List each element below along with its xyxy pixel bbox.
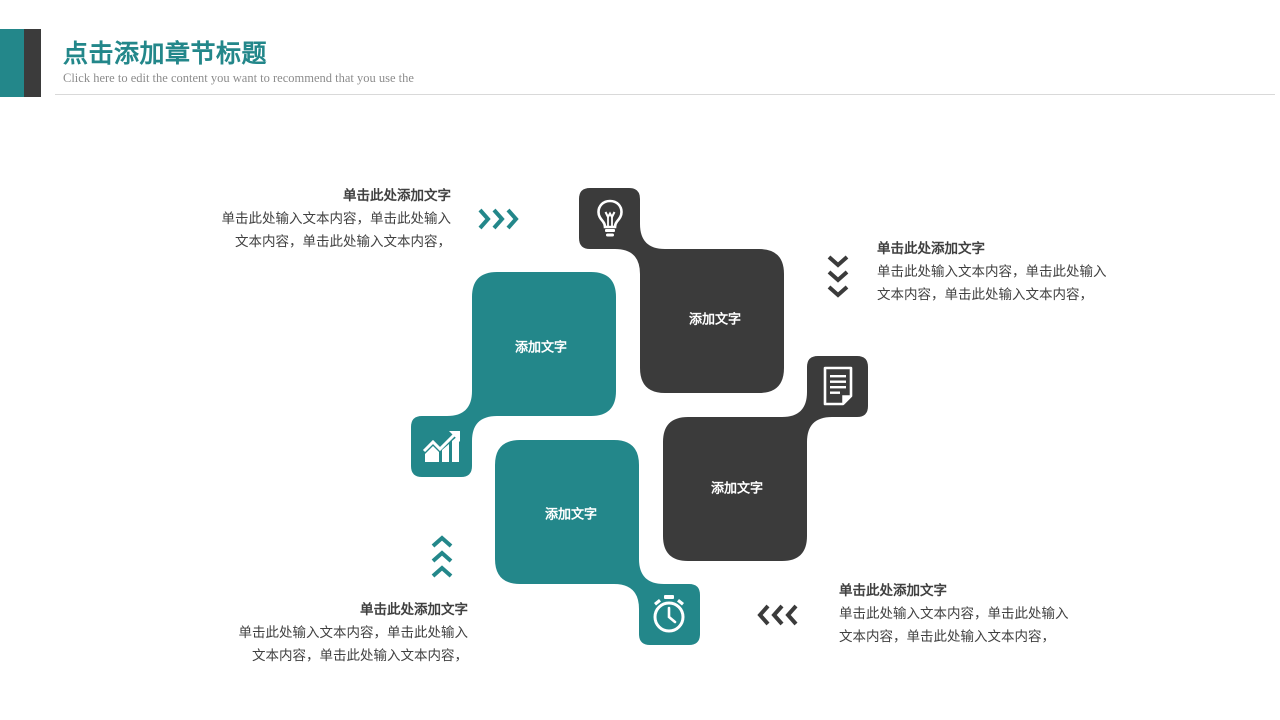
chevrons-left-icon xyxy=(757,604,798,626)
teal-box-1: 添加文字 xyxy=(411,272,617,478)
chart-up-icon xyxy=(422,431,460,462)
dark-box-1-label: 添加文字 xyxy=(688,312,742,328)
page-subtitle: Click here to edit the content you want … xyxy=(63,71,414,85)
text-block-heading: 单击此处添加文字 xyxy=(877,241,985,257)
chevrons-right-icon xyxy=(478,208,519,230)
chevrons-up-icon xyxy=(431,535,453,578)
header-accent-bar-dark xyxy=(24,29,41,97)
teal-box-2-label: 添加文字 xyxy=(544,507,598,523)
dark-box-2: 添加文字 xyxy=(663,356,869,562)
teal-box-1-label: 添加文字 xyxy=(514,340,568,356)
dark-box-1: 添加文字 xyxy=(579,188,785,394)
text-block-bottom-right: 单击此处添加文字 单击此处输入文本内容，单击此处输入 文本内容，单击此处输入文本… xyxy=(839,580,1069,649)
document-icon xyxy=(823,366,853,406)
text-block-body-line: 单击此处输入文本内容，单击此处输入 xyxy=(839,606,1069,622)
text-block-body-line: 单击此处输入文本内容，单击此处输入 xyxy=(877,264,1107,280)
teal-box-2: 添加文字 xyxy=(495,440,701,646)
text-block-body-line: 文本内容，单击此处输入文本内容， xyxy=(252,648,468,664)
text-block-heading: 单击此处添加文字 xyxy=(360,602,468,618)
text-block-body-line: 文本内容，单击此处输入文本内容， xyxy=(839,629,1055,645)
text-block-body-line: 单击此处输入文本内容，单击此处输入 xyxy=(238,625,469,641)
stopwatch-icon xyxy=(653,595,685,633)
text-block-bottom-left: 单击此处添加文字 单击此处输入文本内容，单击此处输入 文本内容，单击此处输入文本… xyxy=(239,599,469,668)
text-block-body-line: 文本内容，单击此处输入文本内容， xyxy=(235,234,451,250)
text-block-top-right: 单击此处添加文字 单击此处输入文本内容，单击此处输入 文本内容，单击此处输入文本… xyxy=(877,238,1107,307)
dark-box-2-label: 添加文字 xyxy=(710,481,764,497)
header-divider xyxy=(55,94,1275,95)
text-block-body-line: 文本内容，单击此处输入文本内容， xyxy=(877,287,1093,303)
chevrons-down-icon xyxy=(827,255,849,298)
lightbulb-icon xyxy=(597,199,623,237)
text-block-top-left: 单击此处添加文字 单击此处输入文本内容，单击此处输入 文本内容，单击此处输入文本… xyxy=(222,185,452,254)
text-block-heading: 单击此处添加文字 xyxy=(343,188,451,204)
page-title: 点击添加章节标题 xyxy=(63,39,268,68)
header-accent-bar-teal xyxy=(0,29,24,97)
text-block-body-line: 单击此处输入文本内容，单击此处输入 xyxy=(221,211,452,227)
text-block-heading: 单击此处添加文字 xyxy=(839,583,947,599)
